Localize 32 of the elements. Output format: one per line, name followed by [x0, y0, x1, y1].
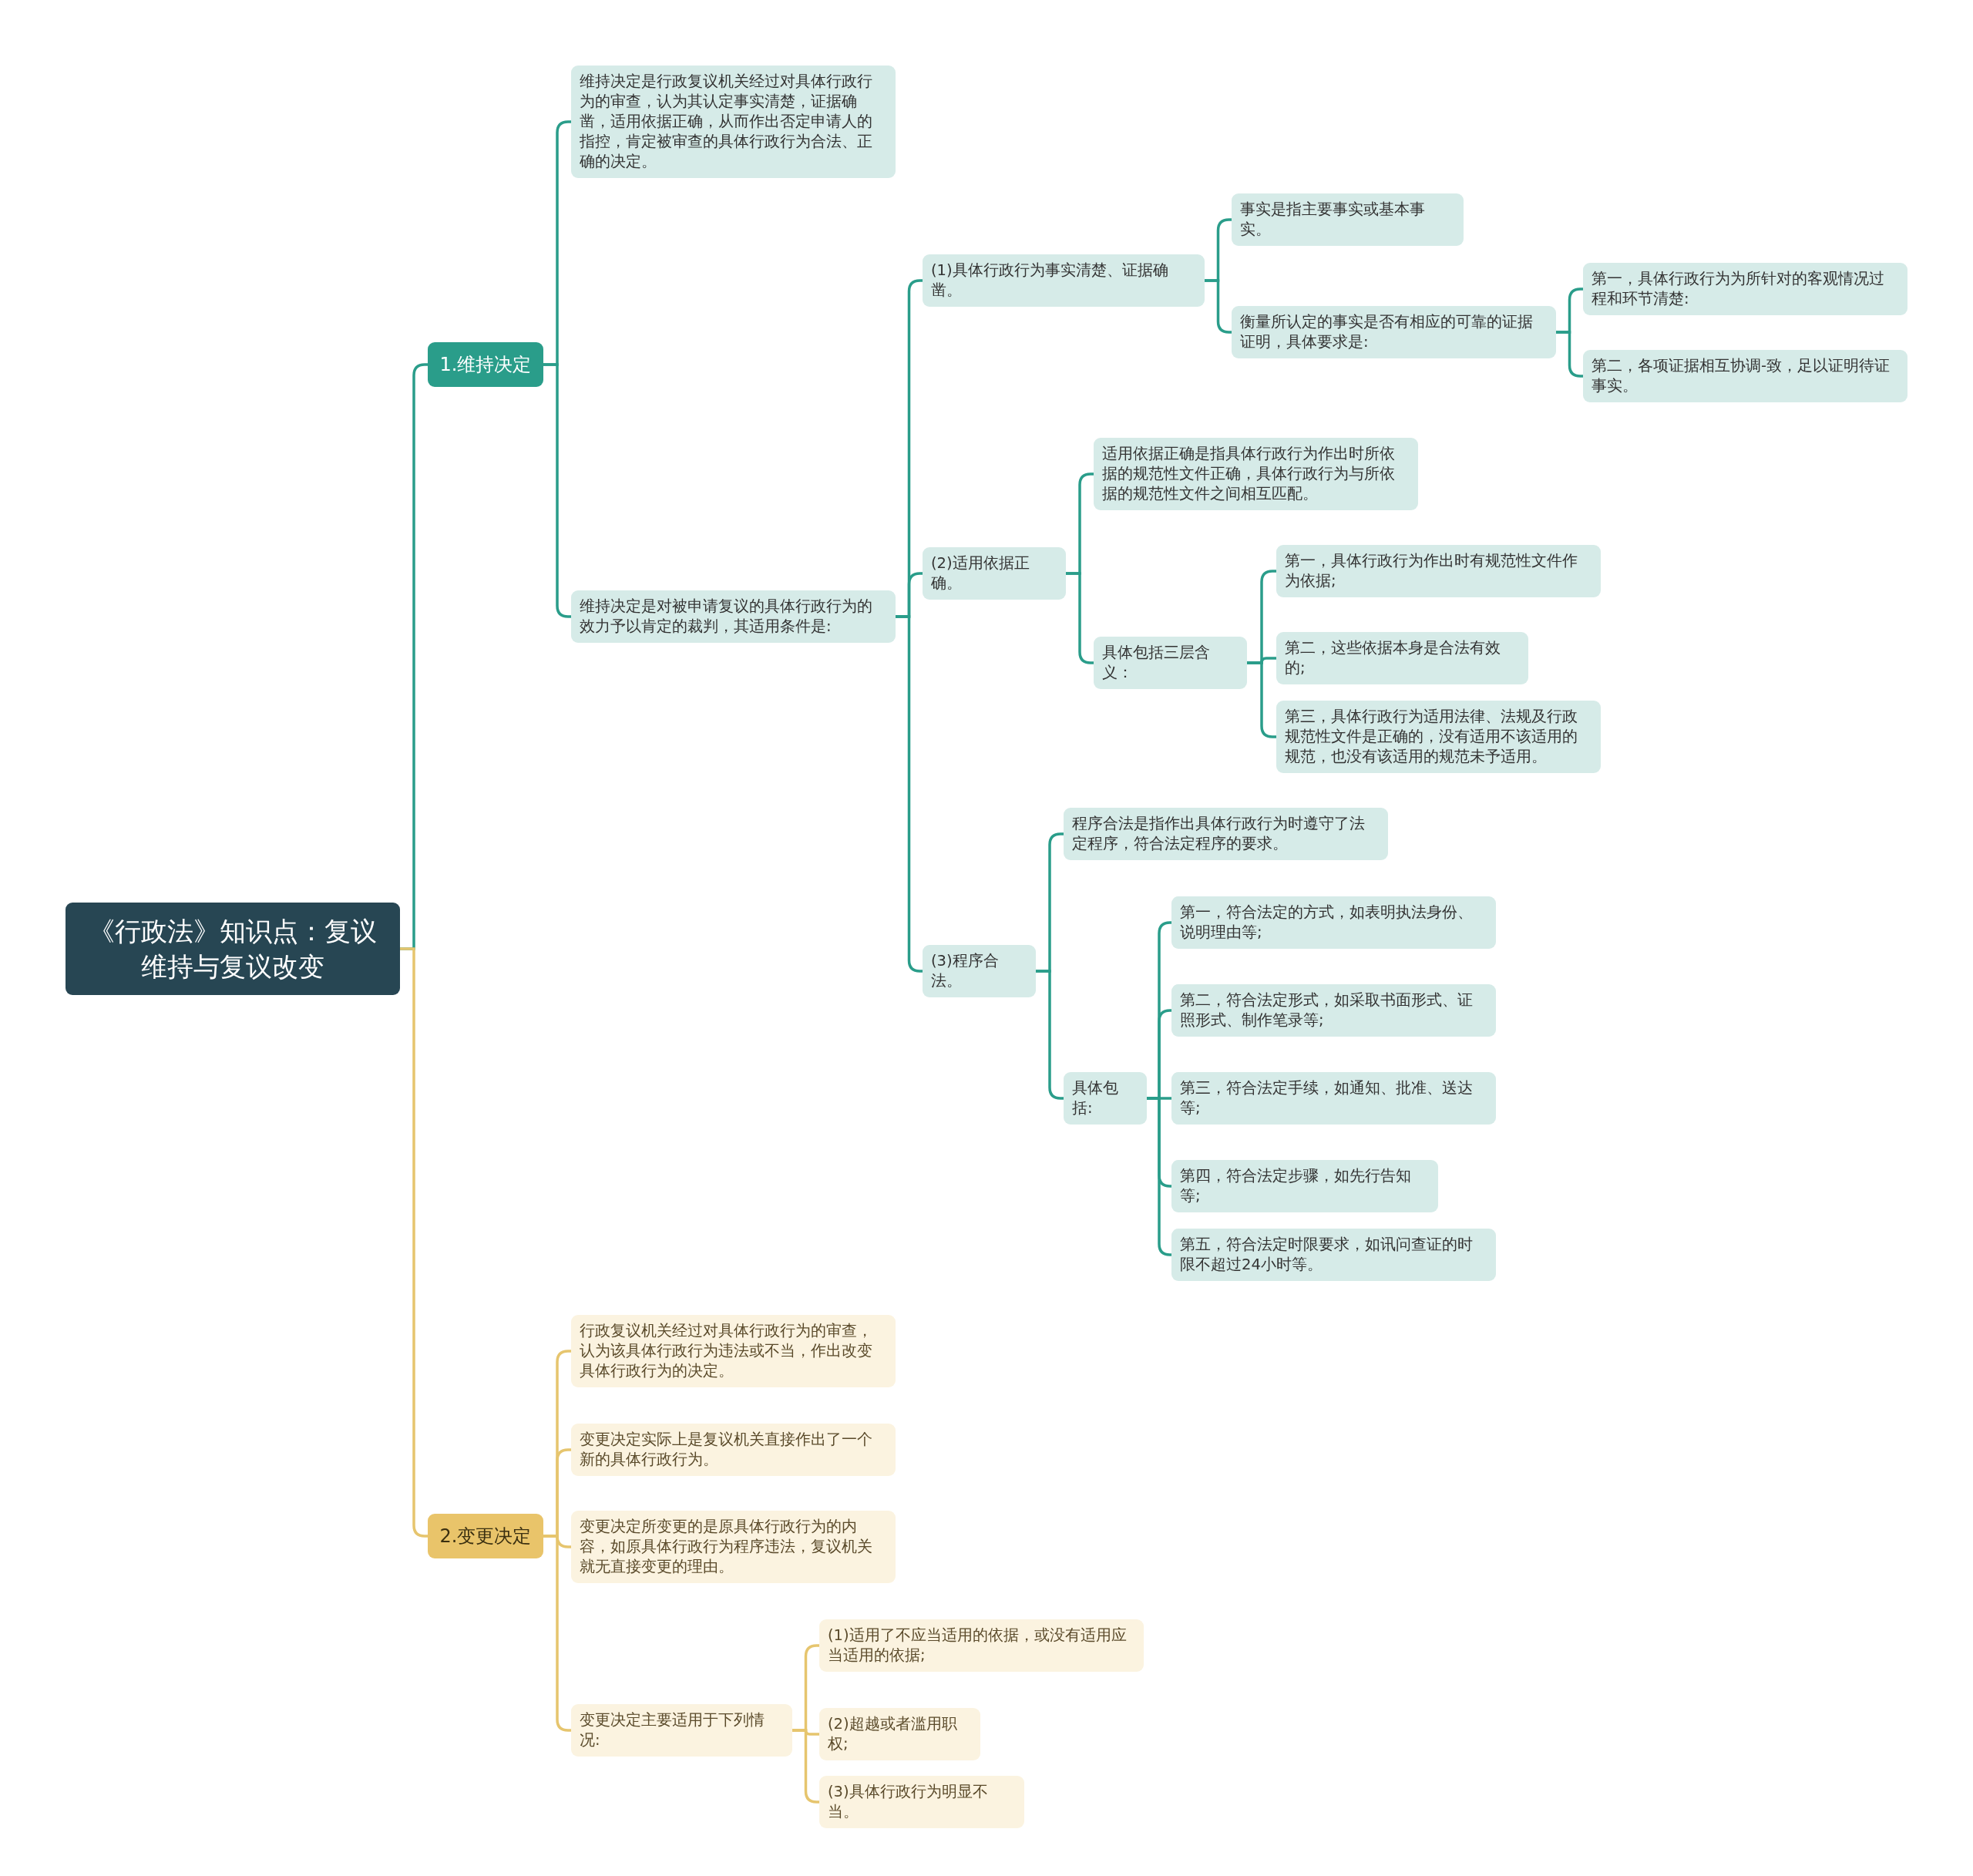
- topic-box: 行政复议机关经过对具体行政行为的审查，认为该具体行政行为违法或不当，作出改变具体行政行为的决定。: [571, 1315, 896, 1387]
- topic-box: 变更决定实际上是复议机关直接作出了一个新的具体行政行为。: [571, 1424, 896, 1476]
- topic-box: 适用依据正确是指具体行政行为作出时所依据的规范性文件正确，具体行政行为与所依据的规范性文件之间相互匹配。: [1094, 438, 1418, 510]
- topic-box: 第三，符合法定手续，如通知、批准、送达等;: [1171, 1072, 1496, 1125]
- topic-box: 第二，符合法定形式，如采取书面形式、证照形式、制作笔录等;: [1171, 984, 1496, 1037]
- topic-box: 维持决定是行政复议机关经过对具体行政行为的审查，认为其认定事实清楚，证据确凿，适用依据正确，从而作出否定申请人的指控，肯定被审查的具体行政行为合法、正确的决定。: [571, 66, 896, 178]
- topic-box: 第一，具体行政行为作出时有规范性文件作为依据;: [1276, 545, 1601, 597]
- topic-box: (1)具体行政行为事实清楚、证据确凿。: [923, 254, 1205, 307]
- topic-box: 变更决定主要适用于下列情况:: [571, 1704, 792, 1757]
- topic-box: 第二，这些依据本身是合法有效的;: [1276, 632, 1528, 684]
- topic-box: 第四，符合法定步骤，如先行告知等;: [1171, 1160, 1438, 1212]
- topic-box: 变更决定所变更的是原具体行政行为的内容，如原具体行政行为程序违法，复议机关就无直接变更的理由。: [571, 1511, 896, 1583]
- topic-box: 事实是指主要事实或基本事实。: [1232, 193, 1464, 246]
- topic-box: 程序合法是指作出具体行政行为时遵守了法定程序，符合法定程序的要求。: [1064, 808, 1388, 860]
- topic-box: 第二，各项证据相互协调-致，足以证明待证事实。: [1583, 350, 1907, 402]
- branch-box: 2.变更决定: [428, 1514, 543, 1558]
- topic-box: 第一，符合法定的方式，如表明执法身份、说明理由等;: [1171, 896, 1496, 949]
- topic-box: (3)具体行政行为明显不当。: [819, 1776, 1024, 1828]
- root-topic-box: 《行政法》知识点：复议维持与复议改变: [66, 903, 400, 995]
- topic-box: (2)超越或者滥用职权;: [819, 1708, 980, 1760]
- topic-box: (1)适用了不应当适用的依据，或没有适用应当适用的依据;: [819, 1619, 1144, 1672]
- topic-box: 衡量所认定的事实是否有相应的可靠的证据证明，具体要求是:: [1232, 306, 1556, 358]
- topic-box: 具体包括三层含义：: [1094, 637, 1247, 689]
- topic-box: 维持决定是对被申请复议的具体行政行为的效力予以肯定的裁判，其适用条件是:: [571, 590, 896, 643]
- topic-box: (2)适用依据正确。: [923, 547, 1066, 600]
- connector-line: [1247, 661, 1276, 738]
- topic-box: 第三，具体行政行为适用法律、法规及行政规范性文件是正确的，没有适用不该适用的规范，也没有该适用的规范未予适用。: [1276, 701, 1601, 773]
- topic-box: 具体包括:: [1064, 1072, 1147, 1125]
- branch-box: 1.维持决定: [428, 342, 543, 387]
- topic-box: 第一，具体行政行为为所针对的客观情况过程和环节清楚:: [1583, 263, 1907, 315]
- topic-box: 第五，符合法定时限要求，如讯问查证的时限不超过24小时等。: [1171, 1229, 1496, 1281]
- topic-box: (3)程序合法。: [923, 945, 1036, 997]
